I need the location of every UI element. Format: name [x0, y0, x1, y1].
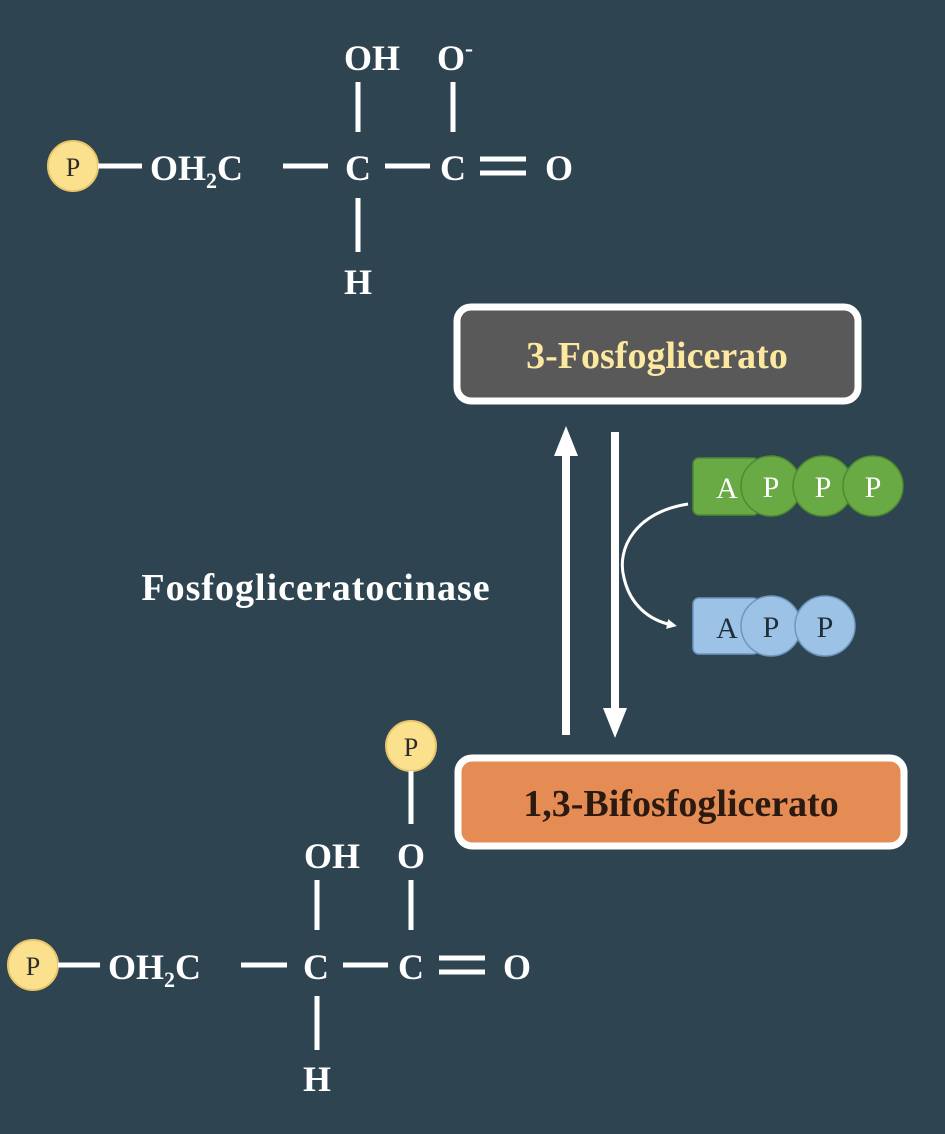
oh2c-group: OH2C [150, 148, 243, 193]
adenosine-label: A [716, 472, 738, 505]
phosphate-circle [842, 455, 904, 517]
top-molecule: P OH2C C C O OH O- H [47, 36, 573, 302]
phosphate-label: P [763, 611, 780, 644]
down-arrow-head [603, 708, 627, 738]
bottom-box-label: 1,3-Bifosfoglicerato [523, 783, 839, 825]
reaction-arrows [554, 426, 627, 738]
cofactor-curve-arrow [620, 502, 689, 629]
oxygen-atom: O [503, 947, 531, 987]
bridging-oxygen: O [397, 836, 425, 876]
hydroxyl-group: OH [344, 38, 400, 78]
phosphate-label: P [815, 471, 832, 504]
carbon-atom: C [345, 148, 371, 188]
atp-molecule: A P P P [692, 455, 904, 517]
phosphate-label: P [26, 952, 40, 981]
hydrogen-atom: H [303, 1059, 331, 1099]
top-molecule-label-box: 3-Fosfoglicerato [453, 303, 862, 405]
bottom-molecule: P O OH P OH2C C C O H [7, 720, 531, 1099]
phosphate-label: P [404, 733, 418, 762]
hydroxyl-group: OH [304, 836, 360, 876]
hydrogen-atom: H [344, 262, 372, 302]
phosphate-label: P [763, 471, 780, 504]
carbon-atom: C [398, 947, 424, 987]
up-arrow-head [554, 426, 578, 456]
adenosine-label: A [716, 612, 738, 645]
top-box-label: 3-Fosfoglicerato [526, 335, 788, 377]
adp-molecule: A P P [692, 595, 856, 657]
phosphate-label: P [865, 471, 882, 504]
enzyme-label: Fosfogliceratocinase [141, 567, 490, 609]
carbon-atom: C [440, 148, 466, 188]
oh2c-group: OH2C [108, 947, 201, 992]
phosphate-label: P [817, 611, 834, 644]
bottom-molecule-label-box: 1,3-Bifosfoglicerato [454, 754, 908, 850]
oxygen-atom: O [545, 148, 573, 188]
oxygen-anion: O- [437, 36, 473, 78]
carbon-atom: C [303, 947, 329, 987]
phosphate-circle [794, 595, 856, 657]
phosphate-label: P [66, 153, 80, 182]
